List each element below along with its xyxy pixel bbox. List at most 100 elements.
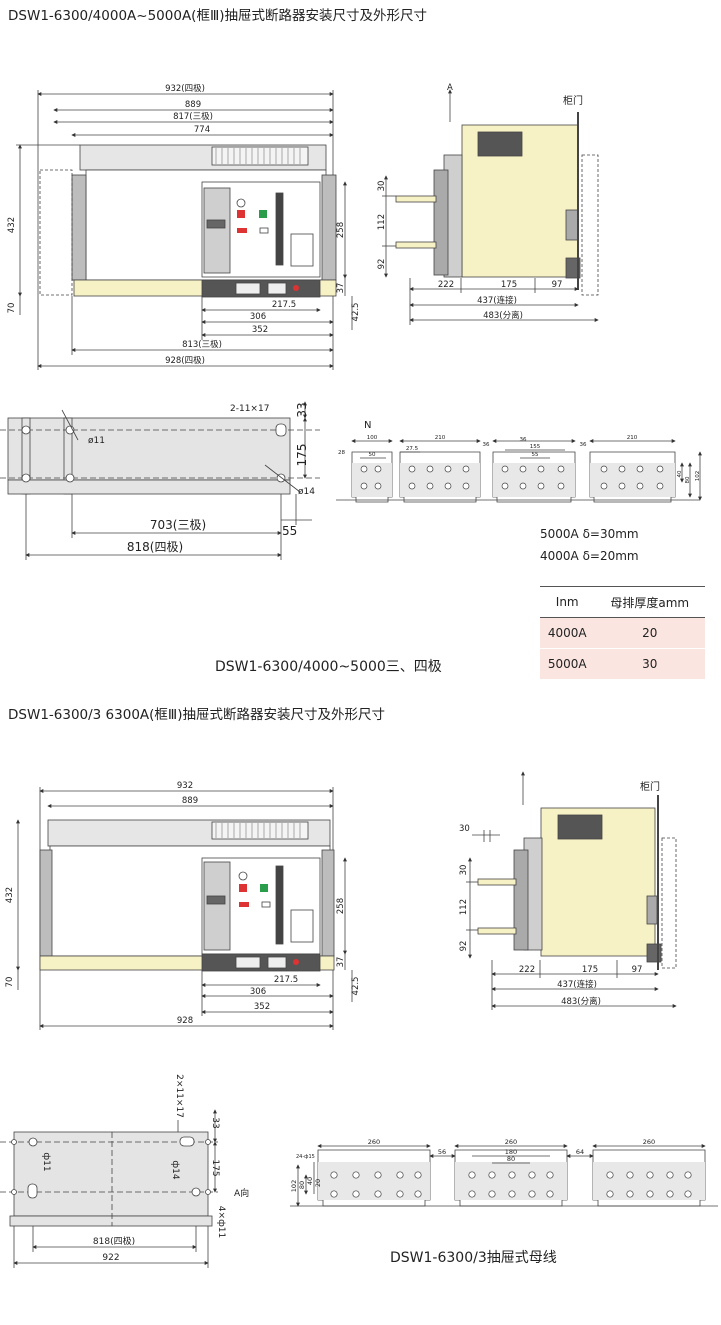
- base1-dim-818: 818(四极): [127, 540, 183, 554]
- front1-dim-774: 774: [194, 125, 210, 135]
- front1-dim-817: 817(三极): [173, 111, 213, 122]
- front-view-1: [16, 90, 353, 370]
- busbar1-dim: 55: [532, 452, 539, 458]
- front2-dim-889: 889: [182, 796, 198, 806]
- busbar-1-labels: N 100 50 210 27.5 36 155 55 36 210 40 80…: [338, 420, 701, 484]
- front2-dim-928: 928: [177, 1016, 193, 1026]
- side2-dim-437: 437(连接): [557, 979, 597, 990]
- front1-dim-932: 932(四极): [165, 83, 205, 94]
- busbar1-n-label: N: [364, 420, 371, 431]
- front-view-2: [16, 787, 353, 1030]
- front-view-1-labels: 932(四极) 889 817(三极) 774 432 70 258 37 42…: [7, 83, 361, 366]
- busbar-1: [336, 439, 702, 503]
- busbar2-dim: 40: [306, 1177, 314, 1185]
- side2-dim-30: 30: [459, 865, 469, 876]
- side2-dim-222: 222: [519, 965, 535, 975]
- busbar1-dim: 27.5: [406, 446, 419, 452]
- front1-dim-217-5: 217.5: [272, 300, 296, 310]
- busbar2-dim: 260: [368, 1138, 380, 1146]
- base1-dim-33: 33: [295, 402, 309, 417]
- table-row: 4000A 20: [540, 617, 705, 649]
- base2-holes-4: 4×ф11: [216, 1206, 226, 1238]
- front1-dim-42-5: 42.5: [351, 303, 361, 322]
- base2-a-direction: A向: [234, 1187, 249, 1199]
- front2-dim-306: 306: [250, 987, 266, 997]
- side1-door-label: 柜门: [563, 94, 583, 107]
- side-view-2: [466, 771, 677, 1010]
- front1-dim-258: 258: [336, 222, 346, 238]
- base1-hole-11: ø11: [88, 436, 105, 446]
- side1-dim-97: 97: [552, 280, 563, 290]
- busbar2-dim: 24-ф15: [296, 1154, 315, 1160]
- table-cell: 30: [594, 648, 705, 680]
- side1-dim-30: 30: [377, 181, 387, 192]
- busbar1-dim: 36: [580, 442, 587, 448]
- front1-dim-306: 306: [250, 312, 266, 322]
- busbar2-dim: 260: [505, 1138, 517, 1146]
- base2-dim-818: 818(四极): [93, 1235, 135, 1247]
- busbar1-dim: 36: [520, 437, 527, 443]
- busbar-1-holes: [360, 465, 664, 490]
- busbar1-dim: 36: [483, 442, 490, 448]
- side-view-1-labels: A 柜门 30 112 92 222 175 97 437(连接) 483(分离…: [377, 83, 583, 321]
- side1-dim-175: 175: [501, 280, 517, 290]
- busbar-2-holes: [330, 1171, 692, 1198]
- front1-dim-37: 37: [336, 283, 346, 294]
- base2-dim-33: 33: [210, 1117, 220, 1128]
- base1-slot: 2-11×17: [230, 404, 269, 414]
- busbar2-dim: 260: [643, 1138, 655, 1146]
- caption-busbar-6300: DSW1-6300/3抽屉式母线: [390, 1250, 557, 1266]
- side-view-2-labels: 柜门 30 30 112 92 222 175 97 437(连接) 483(分…: [459, 780, 660, 1007]
- table-header-inm: Inm: [540, 586, 595, 618]
- base1-dim-703: 703(三极): [150, 518, 206, 532]
- thickness-note-5000: 5000A δ=30mm: [540, 527, 639, 541]
- busbar2-dim: 102: [290, 1180, 298, 1192]
- busbar2-dim: 20: [314, 1179, 322, 1187]
- busbar-thickness-table: Inm 母排厚度amm 4000A 20 5000A 30: [540, 586, 705, 680]
- front1-dim-813: 813(三极): [182, 339, 222, 350]
- busbar1-dim: 100: [367, 435, 378, 441]
- base1-hole-14: ø14: [298, 487, 315, 497]
- busbar2-dim: 64: [576, 1148, 584, 1156]
- base2-dim-922: 922: [102, 1253, 119, 1263]
- side2-dim-112: 112: [459, 899, 469, 915]
- busbar2-dim: 80: [507, 1155, 515, 1163]
- front1-dim-928: 928(四极): [165, 355, 205, 366]
- side1-dim-437: 437(连接): [477, 295, 517, 306]
- busbar1-dim: 40: [677, 470, 683, 477]
- title-top: DSW1-6300/4000A~5000A(框Ⅲ)抽屉式断路器安装尺寸及外形尺寸: [8, 8, 428, 24]
- front1-dim-352: 352: [252, 325, 268, 335]
- table-row: 5000A 30: [540, 648, 705, 680]
- front-view-2-labels: 932 889 432 70 258 37 42.5 217.5 306 352…: [5, 781, 361, 1026]
- base2-hole-11: ф11: [41, 1152, 51, 1171]
- busbar-2-labels: 260 56 260 180 80 64 260 102 80 40 20 24…: [290, 1138, 655, 1192]
- caption-model-4000-5000: DSW1-6300/4000~5000三、四极: [215, 659, 442, 675]
- busbar1-dim: 28: [338, 450, 345, 456]
- front2-dim-352: 352: [254, 1002, 270, 1012]
- side1-dim-112: 112: [377, 214, 387, 230]
- table-cell: 4000A: [540, 617, 595, 649]
- base1-dim-175: 175: [295, 444, 309, 467]
- thickness-note-4000: 4000A δ=20mm: [540, 549, 639, 563]
- front2-dim-432: 432: [5, 887, 15, 903]
- busbar2-dim: 80: [298, 1181, 306, 1189]
- front2-dim-37: 37: [336, 957, 346, 968]
- busbar1-dim: 210: [627, 435, 638, 441]
- side2-dim-30-top: 30: [459, 824, 470, 834]
- side2-dim-483: 483(分离): [561, 996, 601, 1007]
- busbar1-dim: 155: [530, 444, 541, 450]
- side1-dim-222: 222: [438, 280, 454, 290]
- busbar1-dim: 102: [695, 471, 701, 482]
- side-view-1: [382, 89, 599, 325]
- front2-dim-217-5: 217.5: [274, 975, 298, 985]
- side1-arrow-label: A: [447, 83, 453, 93]
- base2-slot: 2×11×17: [174, 1074, 184, 1118]
- base1-dim-55: 55: [282, 524, 297, 538]
- side1-dim-483: 483(分离): [483, 310, 523, 321]
- busbar1-dim: 80: [685, 476, 691, 483]
- table-header-row: Inm 母排厚度amm: [540, 586, 705, 618]
- busbar2-dim: 56: [438, 1148, 446, 1156]
- side2-dim-175: 175: [582, 965, 598, 975]
- front1-dim-70: 70: [7, 303, 17, 314]
